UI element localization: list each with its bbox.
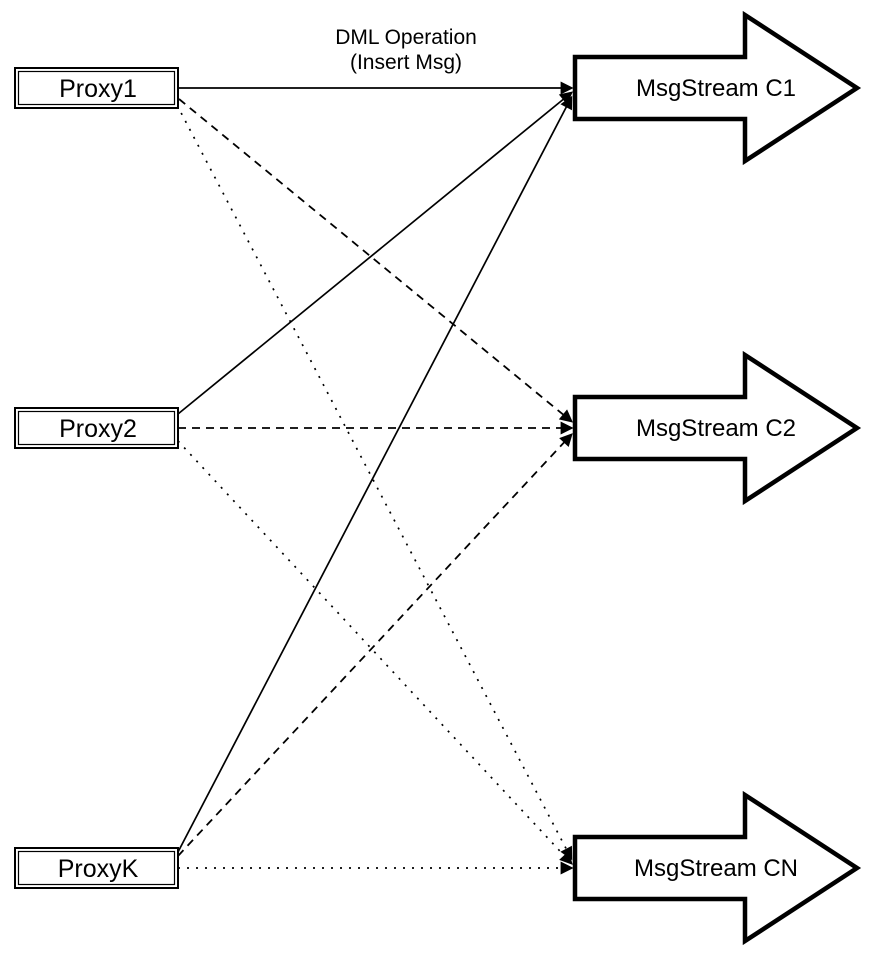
annotation-line2: (Insert Msg) bbox=[350, 51, 462, 74]
connector-proxy2-cn bbox=[177, 440, 573, 865]
connector-proxyk-c1 bbox=[177, 95, 573, 853]
proxy-label-k: ProxyK bbox=[58, 855, 139, 883]
proxy-label-2: Proxy2 bbox=[59, 415, 137, 443]
stream-label-cn: MsgStream CN bbox=[634, 855, 798, 882]
stream-arrow-c2: MsgStream C2 bbox=[572, 350, 862, 506]
stream-arrow-c1: MsgStream C1 bbox=[572, 10, 862, 166]
stream-label-c2: MsgStream C2 bbox=[636, 415, 796, 442]
proxy-node-1: Proxy1 bbox=[14, 67, 179, 109]
connector-proxy1-cn bbox=[176, 104, 573, 861]
connector-proxyk-c2 bbox=[177, 433, 573, 857]
proxy-label-1: Proxy1 bbox=[59, 75, 137, 103]
proxy-node-k: ProxyK bbox=[14, 847, 179, 889]
stream-arrow-cn: MsgStream CN bbox=[572, 790, 862, 946]
annotation-line1: DML Operation bbox=[335, 26, 477, 49]
connector-proxy1-c2 bbox=[178, 98, 574, 423]
proxy-node-2: Proxy2 bbox=[14, 407, 179, 449]
connector-proxy2-c1 bbox=[177, 91, 574, 415]
stream-label-c1: MsgStream C1 bbox=[636, 75, 796, 102]
